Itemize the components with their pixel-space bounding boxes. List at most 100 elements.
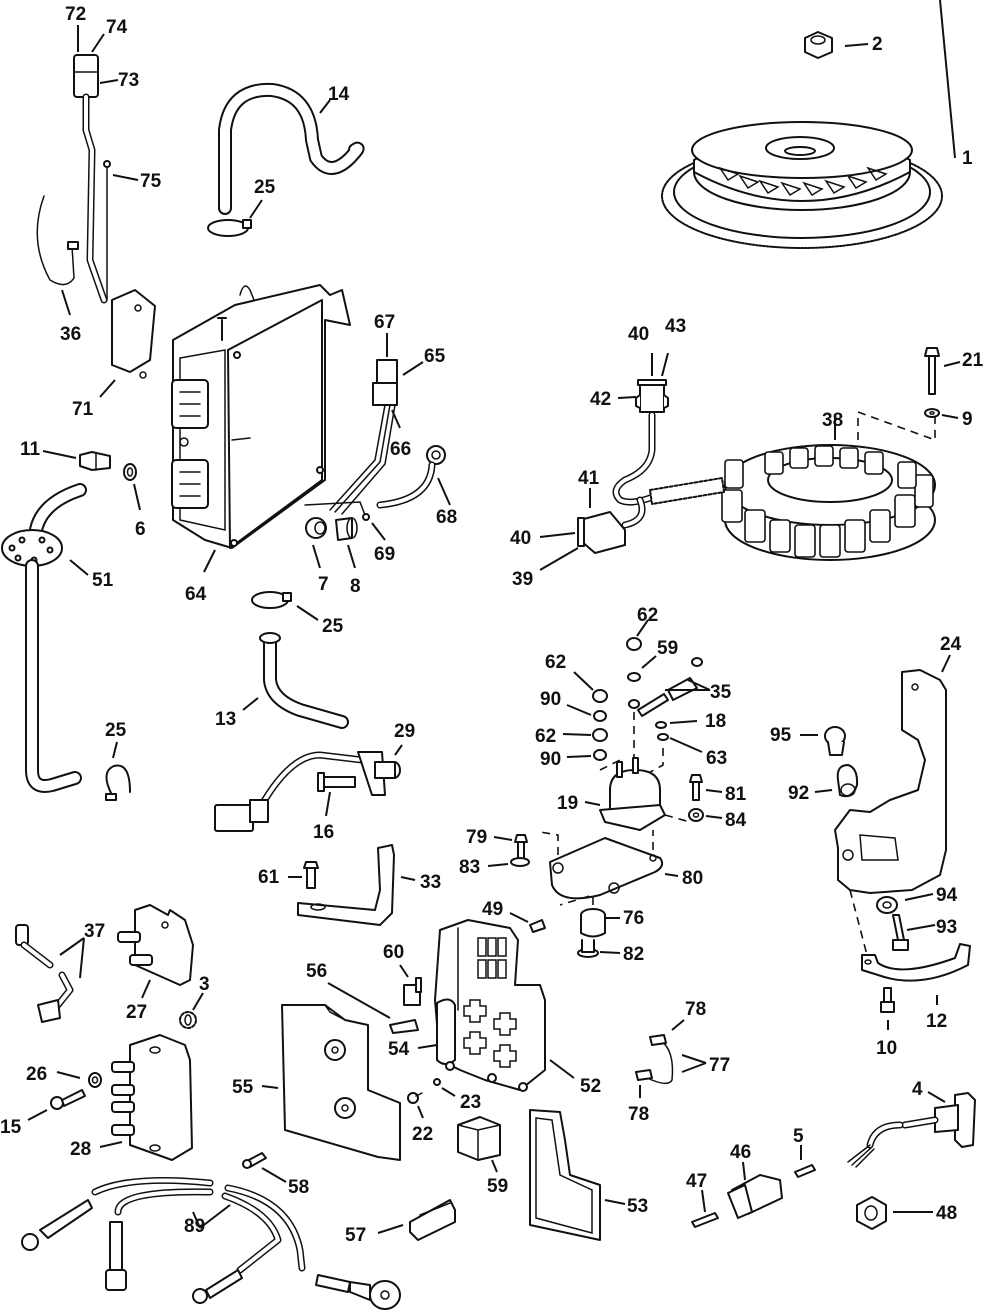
callout-25c[interactable]: 25 bbox=[105, 720, 127, 741]
bracket-grommet[interactable] bbox=[836, 764, 859, 798]
callout-64[interactable]: 64 bbox=[185, 584, 207, 605]
callout-19[interactable]: 19 bbox=[557, 793, 578, 814]
callout-59a[interactable]: 59 bbox=[657, 638, 678, 659]
relay[interactable] bbox=[457, 1116, 501, 1161]
fuse-box-cover[interactable] bbox=[281, 1004, 401, 1161]
callout-24[interactable]: 24 bbox=[940, 634, 962, 655]
callout-48[interactable]: 48 bbox=[936, 1203, 957, 1224]
callout-84[interactable]: 84 bbox=[725, 810, 747, 831]
fuse-puller[interactable] bbox=[409, 1199, 456, 1241]
hose-short[interactable] bbox=[259, 632, 349, 729]
callout-28[interactable]: 28 bbox=[70, 1139, 91, 1160]
hose-fitting[interactable] bbox=[79, 451, 137, 481]
callout-83[interactable]: 83 bbox=[459, 857, 480, 878]
trim-sender[interactable] bbox=[847, 1092, 976, 1168]
callout-18[interactable]: 18 bbox=[705, 711, 726, 732]
callout-78a[interactable]: 78 bbox=[685, 999, 706, 1020]
stator-harness[interactable] bbox=[577, 379, 725, 554]
callout-12[interactable]: 12 bbox=[926, 1011, 947, 1032]
callout-41[interactable]: 41 bbox=[578, 468, 600, 489]
solenoid-fasteners[interactable] bbox=[510, 774, 704, 867]
fuse-small[interactable] bbox=[389, 1019, 419, 1034]
sensor-harness[interactable] bbox=[36, 54, 156, 379]
callout-6[interactable]: 6 bbox=[135, 519, 146, 540]
callout-61[interactable]: 61 bbox=[258, 867, 280, 888]
callout-55[interactable]: 55 bbox=[232, 1077, 254, 1098]
solenoid-plate[interactable] bbox=[549, 837, 664, 900]
emm-harness[interactable] bbox=[304, 359, 446, 541]
bracket-hardware[interactable] bbox=[861, 896, 971, 1013]
callout-15[interactable]: 15 bbox=[0, 1117, 22, 1138]
callout-25b[interactable]: 25 bbox=[322, 616, 344, 637]
callout-35[interactable]: 35 bbox=[710, 682, 732, 703]
fuse-box[interactable] bbox=[407, 919, 546, 1104]
callout-52[interactable]: 52 bbox=[580, 1076, 601, 1097]
fuse-large[interactable] bbox=[403, 977, 422, 1006]
callout-95[interactable]: 95 bbox=[770, 725, 792, 746]
callout-68[interactable]: 68 bbox=[436, 507, 457, 528]
lockwasher[interactable] bbox=[179, 1011, 197, 1029]
callout-38[interactable]: 38 bbox=[822, 410, 843, 431]
callout-80[interactable]: 80 bbox=[682, 868, 703, 889]
flywheel-nut[interactable] bbox=[804, 31, 833, 59]
callout-46[interactable]: 46 bbox=[730, 1142, 751, 1163]
callout-9[interactable]: 9 bbox=[962, 409, 973, 430]
callout-90b[interactable]: 90 bbox=[540, 749, 561, 770]
callout-57[interactable]: 57 bbox=[345, 1225, 366, 1246]
callout-73[interactable]: 73 bbox=[118, 70, 139, 91]
callout-1[interactable]: 1 bbox=[962, 148, 973, 169]
ignition-coil-lower[interactable] bbox=[50, 1034, 193, 1161]
battery-cables[interactable] bbox=[21, 1176, 401, 1310]
callout-81[interactable]: 81 bbox=[725, 784, 747, 805]
callout-42[interactable]: 42 bbox=[590, 389, 611, 410]
stator-screw[interactable] bbox=[924, 347, 940, 418]
callout-10[interactable]: 10 bbox=[876, 1038, 897, 1059]
connector-housing[interactable] bbox=[727, 1174, 783, 1219]
callout-16[interactable]: 16 bbox=[313, 822, 334, 843]
callout-25a[interactable]: 25 bbox=[254, 177, 276, 198]
callout-62b[interactable]: 62 bbox=[545, 652, 566, 673]
callout-21[interactable]: 21 bbox=[962, 350, 984, 371]
callout-13[interactable]: 13 bbox=[215, 709, 236, 730]
callout-67[interactable]: 67 bbox=[374, 312, 395, 333]
callout-8[interactable]: 8 bbox=[350, 576, 361, 597]
callout-26[interactable]: 26 bbox=[26, 1064, 47, 1085]
hose-long[interactable] bbox=[218, 82, 365, 215]
callout-62a[interactable]: 62 bbox=[637, 605, 658, 626]
tie-strap-middle[interactable] bbox=[251, 591, 292, 609]
callout-54[interactable]: 54 bbox=[388, 1039, 410, 1060]
callout-89[interactable]: 89 bbox=[184, 1216, 205, 1237]
callout-39[interactable]: 39 bbox=[512, 569, 533, 590]
callout-59b[interactable]: 59 bbox=[487, 1176, 508, 1197]
callout-5[interactable]: 5 bbox=[793, 1126, 804, 1147]
callout-58[interactable]: 58 bbox=[288, 1177, 309, 1198]
callout-69[interactable]: 69 bbox=[374, 544, 395, 565]
callout-43[interactable]: 43 bbox=[665, 316, 686, 337]
callout-92[interactable]: 92 bbox=[788, 783, 809, 804]
ignition-coil-upper[interactable] bbox=[117, 904, 194, 986]
callout-60[interactable]: 60 bbox=[383, 942, 404, 963]
tie-strap-top[interactable] bbox=[207, 219, 252, 237]
solenoid-bracket[interactable] bbox=[297, 844, 395, 926]
water-sensor-plate[interactable] bbox=[1, 483, 87, 793]
callout-76[interactable]: 76 bbox=[623, 908, 644, 929]
callout-62c[interactable]: 62 bbox=[535, 726, 556, 747]
callout-49[interactable]: 49 bbox=[482, 899, 503, 920]
callout-3[interactable]: 3 bbox=[199, 974, 210, 995]
callout-2[interactable]: 2 bbox=[872, 34, 883, 55]
callout-94[interactable]: 94 bbox=[936, 885, 958, 906]
callout-4[interactable]: 4 bbox=[912, 1079, 923, 1100]
callout-63[interactable]: 63 bbox=[706, 748, 727, 769]
callout-74[interactable]: 74 bbox=[106, 17, 128, 38]
callout-77[interactable]: 77 bbox=[709, 1055, 730, 1076]
tie-strap-lower[interactable] bbox=[105, 764, 131, 801]
fuse-box-seal[interactable] bbox=[529, 1109, 601, 1241]
callout-82[interactable]: 82 bbox=[623, 944, 644, 965]
callout-40a[interactable]: 40 bbox=[510, 528, 531, 549]
callout-29[interactable]: 29 bbox=[394, 721, 415, 742]
emm-module[interactable] bbox=[171, 284, 351, 549]
callout-33[interactable]: 33 bbox=[420, 872, 441, 893]
callout-51[interactable]: 51 bbox=[92, 570, 114, 591]
flywheel[interactable] bbox=[661, 121, 943, 249]
callout-53[interactable]: 53 bbox=[627, 1196, 648, 1217]
